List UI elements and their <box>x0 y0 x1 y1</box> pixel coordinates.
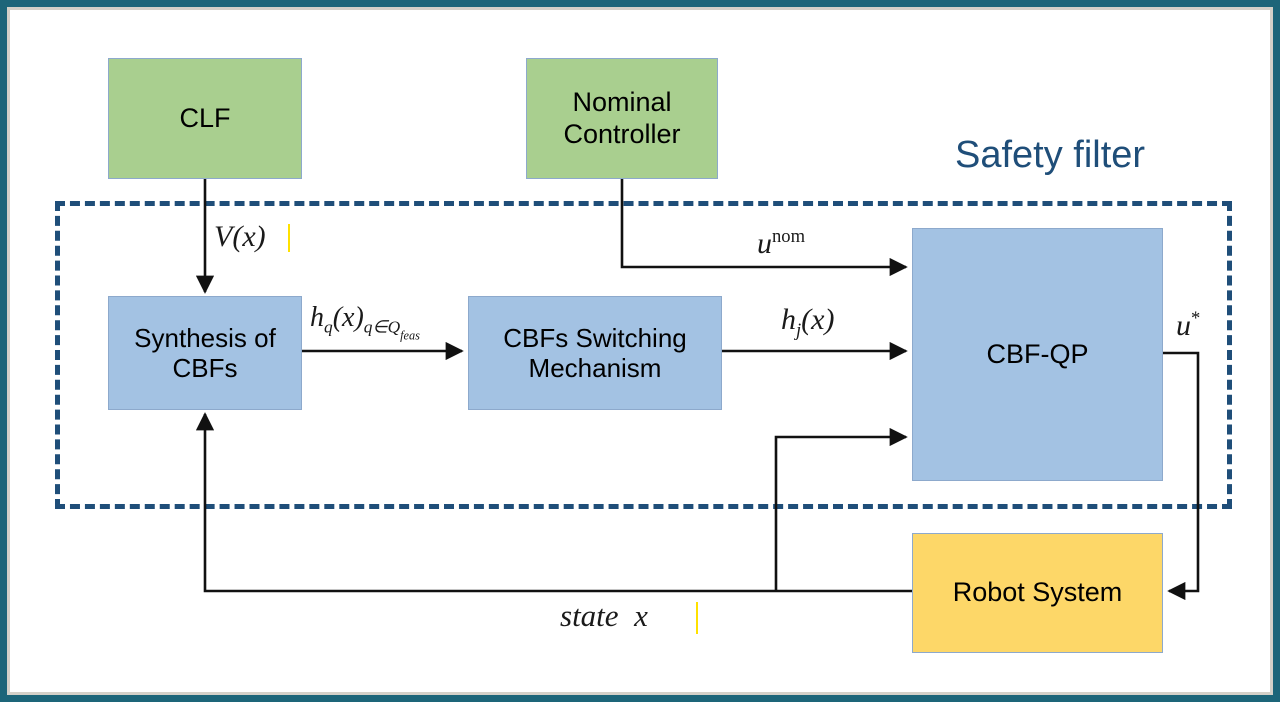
signal-u-nom-sup: nom <box>772 226 806 247</box>
block-cbfs-switching-mechanism[interactable]: CBFs Switching Mechanism <box>468 296 722 410</box>
block-synthesis-of-cbfs[interactable]: Synthesis of CBFs <box>108 296 302 410</box>
signal-hq-sub2: q∈Q <box>363 317 401 337</box>
signal-state-word: state <box>560 598 619 633</box>
signal-u-nom-base: u <box>757 227 772 260</box>
signal-label-u-star: u* <box>1176 308 1201 342</box>
signal-state-var: x <box>634 598 648 633</box>
block-cbf-qp-label: CBF-QP <box>986 338 1089 369</box>
signal-ustar-sup: * <box>1191 308 1201 329</box>
block-cbfs-switching-mechanism-label: CBFs Switching Mechanism <box>503 322 687 383</box>
block-nominal-controller-label: Nominal Controller <box>563 87 681 149</box>
signal-label-h-q-family: hq(x)q∈Qfeas <box>310 304 420 342</box>
block-nominal-controller[interactable]: Nominal Controller <box>526 58 718 179</box>
signal-hj-base: h <box>781 303 796 336</box>
signal-label-v-of-x: V(x) <box>214 222 266 252</box>
block-clf-label: CLF <box>179 102 231 133</box>
block-clf[interactable]: CLF <box>108 58 302 179</box>
signal-v-text: V(x) <box>214 220 266 253</box>
safety-filter-label: Safety filter <box>955 134 1146 176</box>
signal-label-state-x: state x <box>560 600 648 631</box>
block-robot-system[interactable]: Robot System <box>912 533 1163 653</box>
block-synthesis-of-cbfs-label: Synthesis of CBFs <box>134 322 276 383</box>
signal-ustar-base: u <box>1176 309 1191 342</box>
signal-hj-arg: (x) <box>801 303 835 336</box>
signal-hq-base: h <box>310 302 324 333</box>
signal-hq-arg: (x) <box>332 302 364 333</box>
signal-hq-sub3: feas <box>400 328 420 343</box>
caret-artifact-state <box>696 602 698 634</box>
signal-hq-sub1: q <box>324 317 333 337</box>
signal-label-u-nom: unom <box>757 226 806 260</box>
signal-label-h-j-of-x: hj(x) <box>781 305 834 341</box>
signal-hj-sub: j <box>796 320 802 341</box>
block-cbf-qp[interactable]: CBF-QP <box>912 228 1163 481</box>
caret-artifact-v <box>288 224 290 252</box>
block-robot-system-label: Robot System <box>952 577 1123 608</box>
